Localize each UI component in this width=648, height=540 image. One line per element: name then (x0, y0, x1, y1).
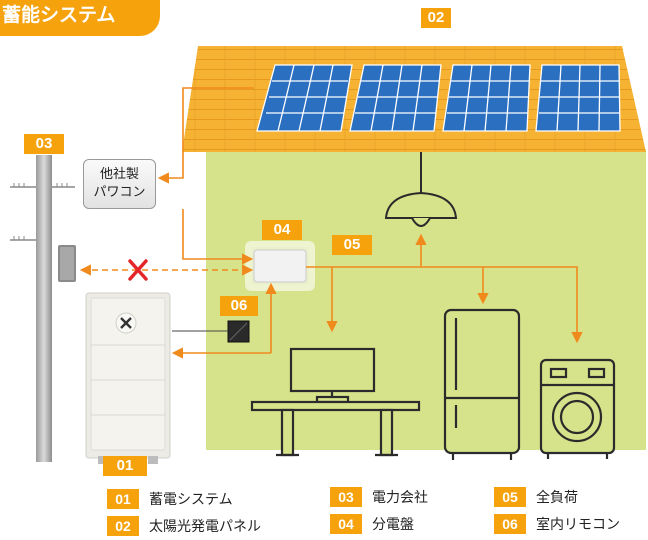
callout-badge-breaker: 04 (262, 220, 302, 240)
remote-controller (227, 320, 250, 343)
callout-badge-battery: 01 (103, 456, 147, 476)
legend-label: 室内リモコン (536, 517, 620, 533)
legend-number: 06 (494, 514, 526, 534)
flow-arrows (79, 87, 583, 359)
desk-and-monitor (250, 347, 421, 457)
legend-item: 04 分電盤 (330, 513, 414, 535)
washing-machine (539, 358, 616, 459)
cross-mark-icon (128, 259, 148, 281)
solar-panel (442, 64, 531, 132)
pendant-lamp (384, 152, 458, 227)
solar-panel (256, 64, 353, 132)
battery-unit (85, 292, 171, 464)
legend-item: 06 室内リモコン (494, 513, 620, 535)
legend-item: 02 太陽光発電パネル (107, 515, 261, 537)
pcs-label-line1: 他社製 (99, 167, 139, 182)
pcs-box: 他社製 パワコン (83, 159, 156, 209)
legend-number: 05 (494, 487, 526, 507)
legend-number: 01 (107, 489, 139, 509)
legend-number: 04 (330, 514, 362, 534)
callout-badge-utility: 03 (24, 134, 64, 154)
legend-label: 全負荷 (536, 490, 578, 506)
solar-panel (349, 64, 442, 132)
legend-label: 蓄電システム (149, 492, 233, 508)
legend-label: 分電盤 (372, 517, 414, 533)
legend-item: 01 蓄電システム (107, 488, 233, 510)
legend-number: 02 (107, 516, 139, 536)
legend-label: 電力会社 (372, 490, 428, 506)
solar-panel (535, 64, 621, 132)
legend-number: 03 (330, 487, 362, 507)
page-title: 蓄能システム (0, 0, 160, 36)
legend-item: 03 電力会社 (330, 486, 428, 508)
legend-item: 05 全負荷 (494, 486, 578, 508)
pcs-label-line2: パワコン (93, 185, 146, 200)
refrigerator (443, 308, 521, 460)
callout-badge-solar: 02 (421, 8, 451, 28)
callout-badge-loads: 05 (332, 235, 372, 255)
utility-pole (10, 155, 76, 462)
solar-panels (256, 64, 621, 132)
legend-label: 太陽光発電パネル (149, 519, 261, 535)
distribution-board (245, 241, 315, 291)
callout-badge-remote: 06 (220, 296, 258, 316)
